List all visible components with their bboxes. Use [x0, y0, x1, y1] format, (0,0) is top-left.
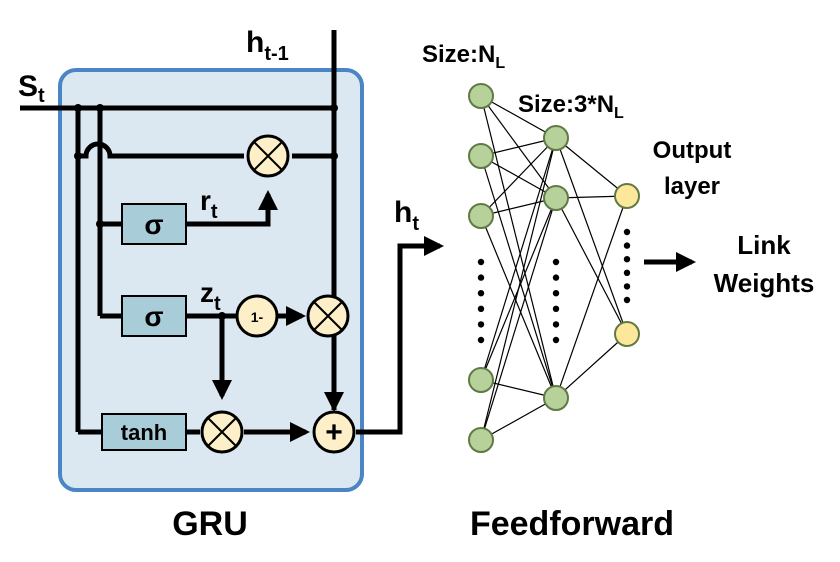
feedforward-title: Feedforward	[470, 505, 674, 543]
multiply-right-op	[306, 294, 350, 338]
ellipsis-dot	[552, 290, 560, 297]
ellipsis-dot	[552, 321, 560, 328]
output-node	[614, 183, 640, 209]
hidden-node	[543, 185, 569, 211]
feedforward-edge	[480, 215, 557, 399]
gru-container	[58, 68, 364, 492]
feedforward-edge	[555, 195, 628, 399]
one-minus-op	[235, 294, 279, 338]
output-layer-label-line1: Output	[653, 137, 732, 164]
input-node	[468, 83, 494, 109]
feedforward-edge	[480, 137, 557, 217]
prev-hidden-label: ht-1	[246, 26, 289, 65]
feedforward-edge	[480, 95, 557, 399]
feedforward-edge	[480, 137, 557, 381]
hidden-size-label: Size:3*NL	[518, 91, 624, 122]
ellipsis-dot	[477, 336, 485, 344]
reset-gate-label: rt	[200, 185, 218, 223]
tanh-box	[101, 413, 187, 451]
multiply-bottom-op	[200, 410, 244, 454]
input-node	[468, 143, 494, 169]
result-label-line2: Weights	[714, 268, 815, 298]
feedforward-edge	[555, 137, 628, 335]
reset-gate-sigma: σ	[144, 209, 163, 240]
one-minus-label: 1-	[251, 309, 264, 325]
input-node	[468, 427, 494, 453]
feedforward-nodes	[468, 83, 640, 453]
tanh-label: tanh	[121, 420, 167, 445]
ellipsis-dot	[552, 305, 560, 312]
feedforward-edge	[480, 155, 557, 399]
reset-gate-box	[121, 203, 187, 245]
update-gate-box	[121, 295, 187, 337]
multiply-top-op	[246, 134, 290, 178]
input-size-label: Size:NL	[422, 41, 505, 72]
feedforward-edge	[480, 397, 557, 441]
ellipsis-dot	[623, 242, 631, 249]
gru-title: GRU	[172, 505, 248, 543]
output-layer-label-line2: layer	[664, 173, 720, 200]
hidden-node	[543, 125, 569, 151]
feedforward-edge	[480, 137, 557, 441]
ellipsis-dot	[623, 256, 631, 263]
gru-wires	[20, 30, 444, 442]
ellipsis-dot	[477, 290, 485, 297]
feedforward-edge	[555, 333, 628, 399]
add-op	[312, 410, 356, 454]
feedforward-edge	[555, 197, 628, 335]
result-label-line1: Link	[737, 230, 791, 260]
ellipsis-dot	[477, 274, 485, 281]
feedforward-edge	[480, 95, 557, 139]
feedforward-edge	[480, 197, 557, 441]
output-label: ht	[394, 196, 419, 235]
update-gate-label: zt	[200, 277, 221, 315]
ellipsis-dot	[477, 305, 485, 312]
input-label: St	[18, 70, 45, 107]
ellipsis-dot	[623, 269, 631, 276]
ellipsis-dot	[552, 258, 560, 266]
update-gate-sigma: σ	[144, 301, 163, 332]
input-node	[468, 203, 494, 229]
ellipsis-dot	[623, 283, 631, 290]
ellipsis-dot	[477, 258, 485, 266]
feedforward-edges	[480, 95, 628, 441]
ellipsis-dot	[552, 274, 560, 281]
ellipsis-dot	[477, 321, 485, 328]
junction-dots	[74, 104, 338, 320]
hidden-node	[543, 385, 569, 411]
ellipsis-dot	[623, 296, 631, 304]
ellipsis-dot	[552, 336, 560, 344]
input-node	[468, 367, 494, 393]
feedforward-edge	[555, 137, 628, 197]
add-symbol: +	[325, 416, 343, 449]
output-node	[614, 321, 640, 347]
ellipsis-dot	[623, 228, 631, 236]
